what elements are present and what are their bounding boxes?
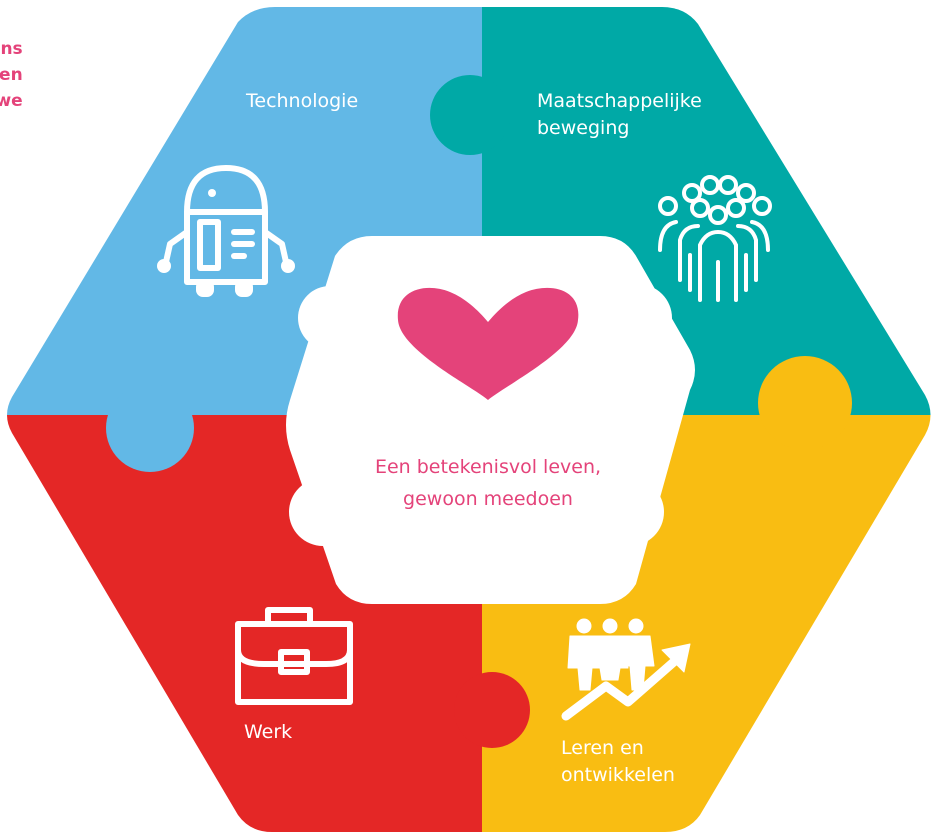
intro-text-clipped: e ons tten die we	[0, 36, 23, 114]
segment-label-line: ontwikkelen	[561, 764, 675, 786]
growth-people-arrow-icon	[561, 618, 691, 721]
heart-icon	[397, 287, 579, 400]
puzzle-knob-red	[454, 672, 530, 748]
center-label-line: Een betekenisvol leven,	[374, 456, 602, 478]
group-of-people-icon	[658, 175, 772, 302]
intro-line: tten	[0, 65, 23, 85]
center-piece	[286, 236, 695, 604]
segment-label-technologie: Technologie	[246, 90, 359, 112]
robot-icon	[157, 165, 295, 297]
segment-label-line: Maatschappelijke	[537, 90, 702, 112]
segment-label-line: Leren en	[561, 737, 644, 759]
center-label-line: gewoon meedoen	[403, 488, 573, 510]
segment-label-line: beweging	[537, 117, 630, 139]
briefcase-icon	[235, 607, 353, 705]
intro-line: die we	[0, 91, 23, 111]
puzzle-knob-yellow	[758, 356, 852, 450]
puzzle-knob-blue	[106, 384, 194, 472]
puzzle-knob-teal	[430, 75, 510, 155]
segment-label-werk: Werk	[244, 721, 293, 743]
intro-line: e ons	[0, 39, 23, 59]
segment-label-maatschappelijk: Maatschappelijke beweging	[537, 88, 702, 142]
segment-label-leren: Leren en ontwikkelen	[561, 735, 675, 789]
center-label: Een betekenisvol leven, gewoon meedoen	[298, 451, 678, 515]
